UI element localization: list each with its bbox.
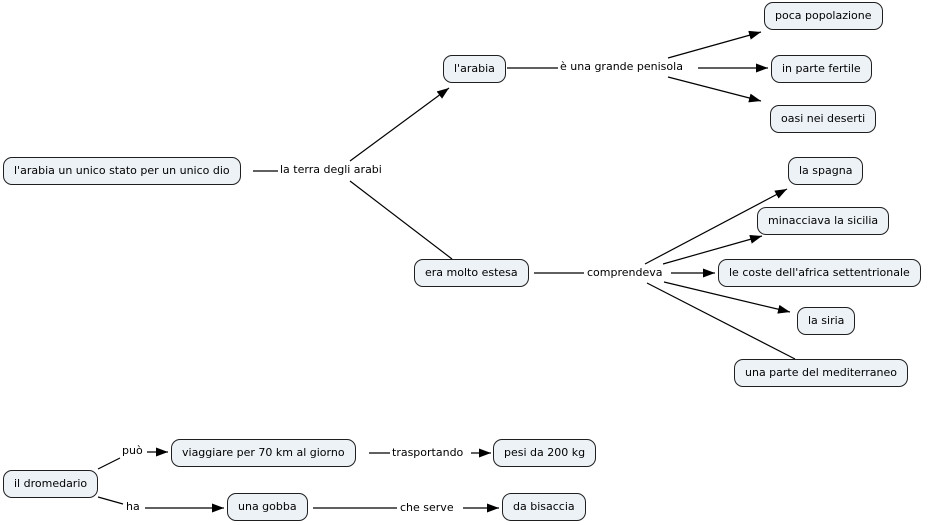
node-una-gobba[interactable]: una gobba xyxy=(227,493,308,521)
node-pesi-200-kg[interactable]: pesi da 200 kg xyxy=(493,439,597,467)
node-in-parte-fertile[interactable]: in parte fertile xyxy=(771,55,872,83)
node-parte-del-mediterraneo[interactable]: una parte del mediterraneo xyxy=(734,359,908,387)
link-label-ha[interactable]: ha xyxy=(126,500,140,513)
node-era-molto-estesa[interactable]: era molto estesa xyxy=(414,259,529,287)
edge-comprendeva-to-siria xyxy=(663,281,791,314)
edge-dromedario-to-puo xyxy=(97,457,121,470)
edge-penisola-to-popolazione xyxy=(667,30,762,59)
node-l-arabia[interactable]: l'arabia xyxy=(443,55,506,83)
edge-penisola-to-oasi xyxy=(667,76,762,103)
node-la-spagna[interactable]: la spagna xyxy=(788,157,864,185)
node-minacciava-la-sicilia[interactable]: minacciava la sicilia xyxy=(757,207,890,235)
link-label-comprendeva[interactable]: comprendeva xyxy=(587,266,663,279)
node-il-dromedario[interactable]: il dromedario xyxy=(3,470,99,498)
link-label-puo[interactable]: può xyxy=(122,444,143,457)
link-label-grande-penisola[interactable]: è una grande penisola xyxy=(560,60,683,73)
node-arabia-unico-stato[interactable]: l'arabia un unico stato per un unico dio xyxy=(3,157,241,185)
edge-dromedario-to-ha xyxy=(97,496,124,505)
node-oasi-nei-deserti[interactable]: oasi nei deserti xyxy=(770,105,877,133)
edge-terra-to-arabia xyxy=(349,87,450,162)
edge-comprendeva-to-spagna xyxy=(644,188,788,265)
edge-comprendeva-to-mediterraneo xyxy=(646,282,796,360)
link-label-che-serve[interactable]: che serve xyxy=(400,501,454,514)
link-label-la-terra-degli-arabi[interactable]: la terra degli arabi xyxy=(280,163,382,176)
node-viaggiare-70-km[interactable]: viaggiare per 70 km al giorno xyxy=(171,439,356,467)
edge-comprendeva-to-sicilia xyxy=(662,234,763,265)
node-da-bisaccia[interactable]: da bisaccia xyxy=(502,493,586,521)
node-poca-popolazione[interactable]: poca popolazione xyxy=(764,2,883,30)
node-coste-africa-settentrionale[interactable]: le coste dell'africa settentrionale xyxy=(718,259,921,287)
link-label-trasportando[interactable]: trasportando xyxy=(392,446,464,459)
edge-terra-to-estesa xyxy=(349,180,453,260)
node-la-siria[interactable]: la siria xyxy=(797,307,856,335)
